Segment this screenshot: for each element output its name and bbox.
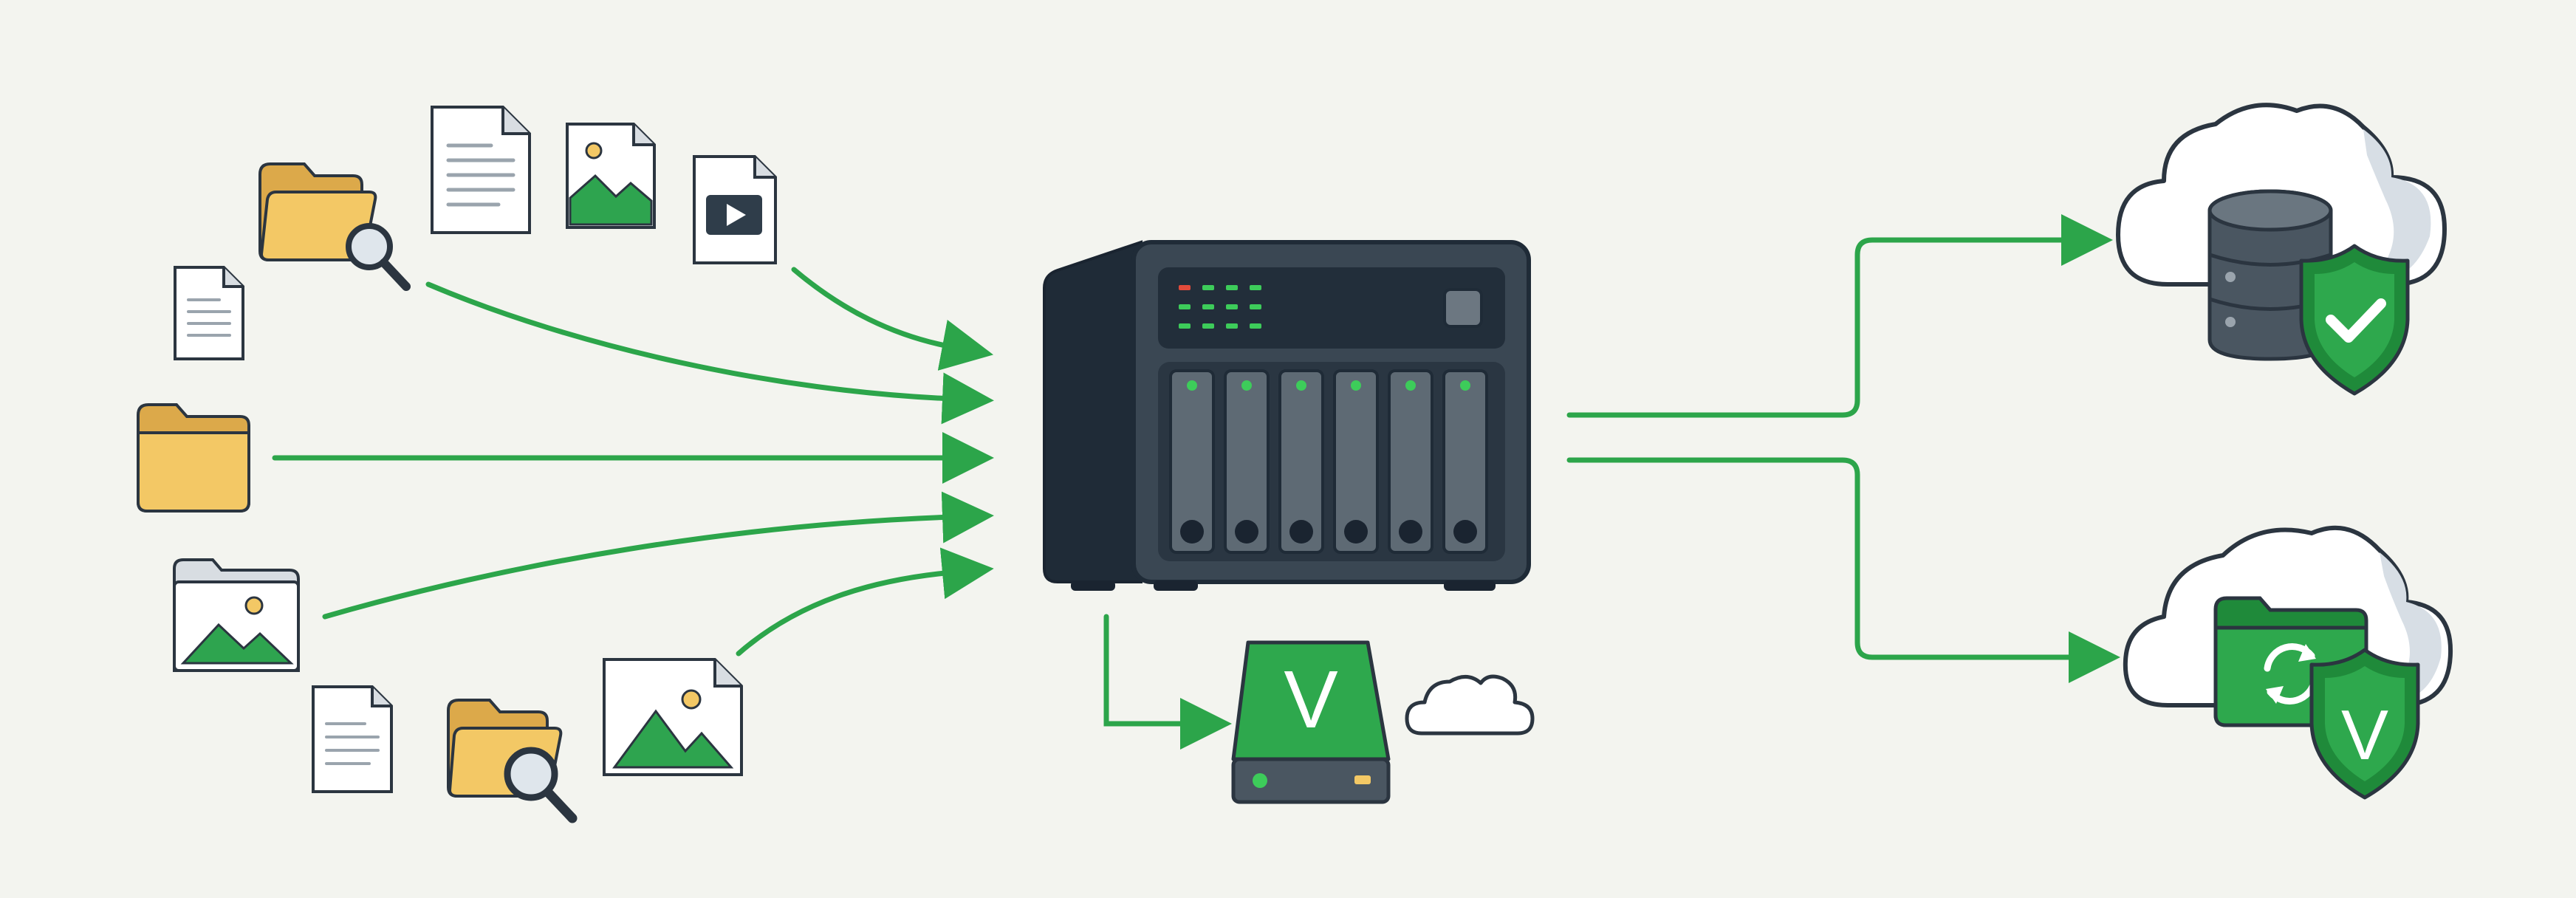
text-document-icon — [431, 106, 531, 234]
drive-bay — [1388, 369, 1433, 554]
flow-arrow-cloud-top — [1566, 214, 2113, 418]
photo-folder-icon — [173, 558, 300, 672]
nas-foot — [1071, 580, 1115, 591]
status-led — [1202, 304, 1214, 309]
status-led — [1226, 285, 1238, 290]
flow-arrow-cloud-bottom — [1566, 457, 2120, 683]
drive-bay — [1442, 369, 1488, 554]
cloud-database-icon — [2116, 103, 2447, 396]
flow-arrow — [736, 547, 994, 657]
image-document-icon — [566, 123, 656, 229]
flow-arrow — [791, 267, 994, 371]
status-led — [1202, 323, 1214, 329]
drive-bay — [1333, 369, 1379, 554]
folder-search-icon — [447, 699, 578, 823]
drive-bay — [1224, 369, 1270, 554]
folder-search-icon — [258, 162, 411, 291]
nas-server-icon — [1043, 240, 1531, 591]
drive-bay — [1278, 369, 1324, 554]
nas-foot — [1154, 580, 1198, 591]
cloud-sync-folder-icon: V — [2123, 525, 2453, 800]
text-document-icon — [312, 685, 393, 793]
video-document-icon — [693, 155, 777, 264]
nas-display-strip — [1158, 267, 1505, 349]
drive-bay — [1169, 369, 1215, 554]
status-led — [1179, 304, 1191, 309]
status-led — [1179, 285, 1191, 290]
status-led — [1226, 323, 1238, 329]
drive-letter: V — [1284, 654, 1337, 745]
status-led — [1250, 323, 1261, 329]
nas-status-leds — [1179, 285, 1261, 329]
small-cloud-icon — [1405, 674, 1535, 736]
status-led — [1202, 285, 1214, 290]
status-led — [1250, 304, 1261, 309]
nas-side-panel — [1043, 240, 1143, 583]
small-document-icon — [174, 266, 244, 360]
nas-power-button — [1443, 288, 1483, 328]
external-drive-icon: V — [1231, 640, 1391, 804]
folder-icon — [137, 403, 250, 513]
shield-check-icon: V — [2309, 648, 2420, 800]
nas-foot — [1444, 580, 1496, 591]
flow-arrow-local-backup — [1103, 614, 1232, 750]
status-led — [1226, 304, 1238, 309]
flow-arrows — [272, 214, 2120, 750]
shield-check-icon — [2299, 244, 2410, 396]
flow-arrow — [425, 281, 994, 425]
image-document-icon — [603, 658, 743, 776]
flow-arrow — [322, 491, 994, 620]
shield-letter: V — [2341, 696, 2388, 775]
nas-drive-bays — [1169, 369, 1488, 554]
status-led — [1179, 323, 1191, 329]
status-led — [1250, 285, 1261, 290]
